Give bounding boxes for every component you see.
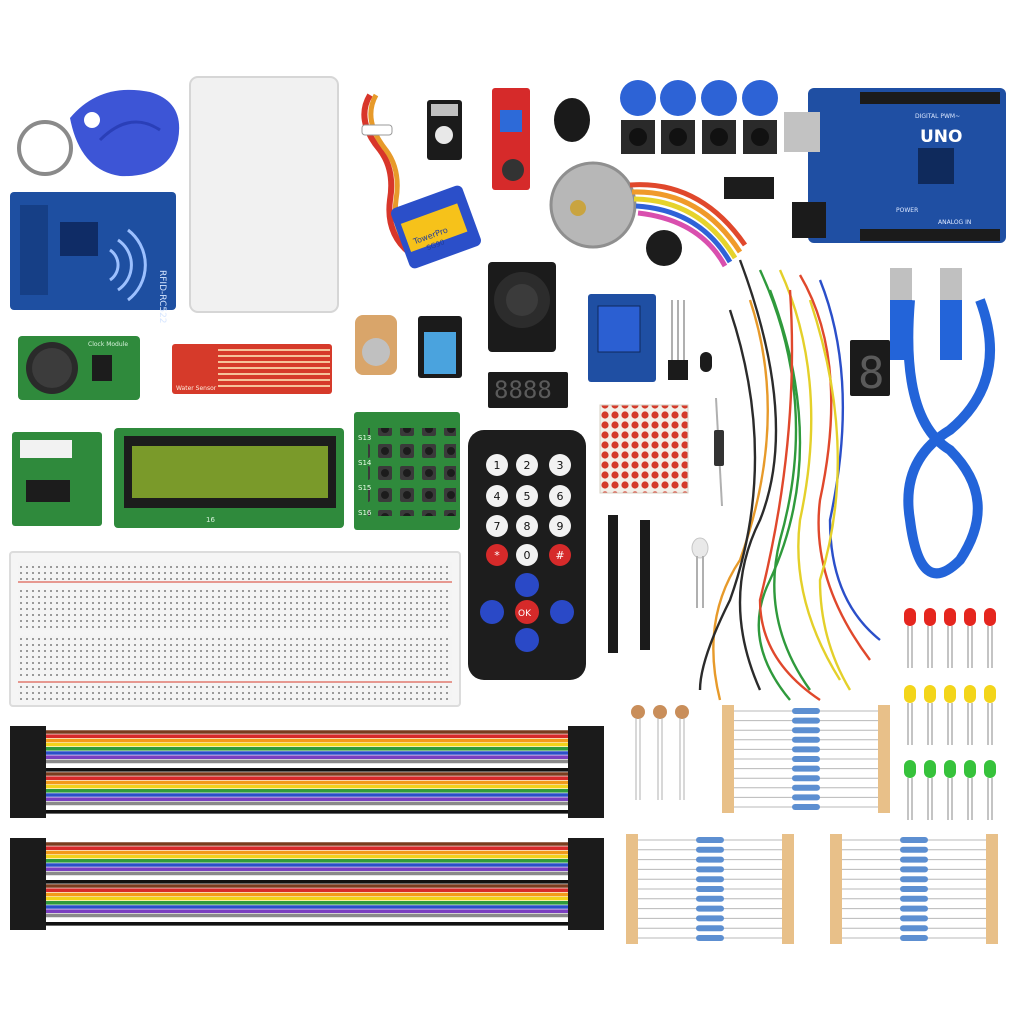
servo-motor: TowerPro SG90: [361, 93, 481, 269]
keypad-label-s14: S14: [358, 459, 372, 467]
diode: [714, 397, 724, 507]
rgb-led-module: [427, 100, 462, 160]
potentiometer: [355, 315, 397, 375]
remote-key-label: 7: [494, 520, 501, 533]
lcd-pin-label: 16: [206, 516, 215, 524]
remote-key-label: 0: [524, 549, 531, 562]
keypad-label-s16: S16: [358, 509, 372, 517]
led-dot-matrix: [599, 404, 689, 494]
led-green: [924, 760, 936, 820]
arduino-uno-board: UNO DIGITAL PWM~ ANALOG IN POWER: [784, 88, 1006, 243]
ribbon-cable: [10, 726, 604, 818]
rfid-card: [189, 76, 339, 313]
led-red: [984, 608, 996, 668]
remote-key-star: *: [486, 544, 508, 566]
rtc-clock-module: Clock Module: [18, 336, 140, 400]
ribbon-cable: [10, 838, 604, 930]
active-buzzer: [646, 230, 682, 266]
led-red: [964, 608, 976, 668]
remote-key-label: 2: [524, 459, 531, 472]
resistor-strips: [626, 705, 998, 944]
remote-key-2: 2: [516, 454, 538, 476]
resistor-strip: [830, 834, 998, 944]
stepper-driver-board: [12, 432, 102, 526]
led-yellow: [984, 685, 996, 745]
led-green: [944, 760, 956, 820]
remote-key-8: 8: [516, 515, 538, 537]
breadboard: [9, 551, 461, 707]
stepper-motor: [549, 161, 748, 268]
remote-ok-label: OK: [518, 609, 532, 619]
remote-key-label: *: [494, 549, 500, 562]
photoresistors: [631, 705, 689, 800]
led-green: [904, 760, 916, 820]
rtc-label: Clock Module: [88, 341, 128, 348]
remote-key-label: 6: [557, 490, 564, 503]
remote-key-hash: #: [549, 544, 571, 566]
remote-key-label: #: [555, 549, 564, 562]
remote-key-label: 4: [494, 490, 501, 503]
dht11-sensor: [418, 316, 462, 378]
ic-chip: [724, 177, 774, 199]
lcd-1602: 16: [114, 428, 344, 528]
led-yellow: [904, 685, 916, 745]
arduino-brand: UNO: [920, 127, 962, 147]
ir-remote: 1 2 3 4 5 6 7 8 9 * 0 # OK: [468, 430, 586, 680]
remote-key-1: 1: [486, 454, 508, 476]
keypad-label-s15: S15: [358, 484, 371, 492]
remote-key-4: 4: [486, 485, 508, 507]
led-yellow: [964, 685, 976, 745]
four-digit-display: 8888: [488, 372, 568, 408]
remote-key-3: 3: [549, 454, 571, 476]
remote-key-6: 6: [549, 485, 571, 507]
remote-key-9: 9: [549, 515, 571, 537]
remote-key-label: 5: [524, 490, 531, 503]
rfid-module-label: RFID-RC522: [157, 270, 167, 324]
arduino-digital-label: DIGITAL PWM~: [915, 113, 960, 120]
water-level-sensor: Water Sensor: [172, 344, 332, 394]
single-digit-value: 8: [858, 348, 885, 399]
led-yellow: [924, 685, 936, 745]
led-array: [904, 608, 996, 820]
joystick-module: [488, 262, 556, 352]
remote-key-label: 3: [557, 459, 564, 472]
remote-key-label: 9: [557, 520, 564, 533]
relay-module: [588, 294, 656, 382]
remote-dpad: OK: [480, 573, 574, 652]
white-led: [691, 537, 709, 608]
rfid-keyfob: [17, 89, 180, 177]
arduino-power-label: POWER: [896, 207, 918, 214]
led-red: [904, 608, 916, 668]
led-red: [924, 608, 936, 668]
jumper-wire-bundle: [698, 259, 881, 701]
remote-key-5: 5: [516, 485, 538, 507]
arduino-analog-label: ANALOG IN: [938, 219, 971, 226]
rfid-module: RFID-RC522: [10, 192, 176, 324]
remote-key-label: 1: [494, 459, 501, 472]
buzzer: [554, 98, 590, 142]
led-yellow: [944, 685, 956, 745]
single-digit-display: 8: [850, 340, 890, 399]
pin-headers: [608, 515, 650, 653]
remote-key-label: 8: [524, 520, 531, 533]
usb-cable: [890, 268, 995, 579]
sound-sensor-module: [492, 88, 530, 190]
led-green: [964, 760, 976, 820]
led-green: [984, 760, 996, 820]
dupont-ribbon-cables: [10, 726, 604, 930]
led-red: [944, 608, 956, 668]
remote-key-7: 7: [486, 515, 508, 537]
ir-receiver: [668, 300, 712, 380]
resistor-strip: [626, 834, 794, 944]
keypad-label-s13: S13: [358, 434, 371, 442]
water-sensor-label: Water Sensor: [176, 385, 217, 392]
resistor-strip: [722, 705, 890, 813]
push-buttons: [620, 80, 778, 154]
four-digit-display-value: 8888: [494, 376, 552, 404]
remote-key-0: 0: [516, 544, 538, 566]
membrane-keypad-module: S13 S14 S15 S16: [354, 412, 460, 530]
